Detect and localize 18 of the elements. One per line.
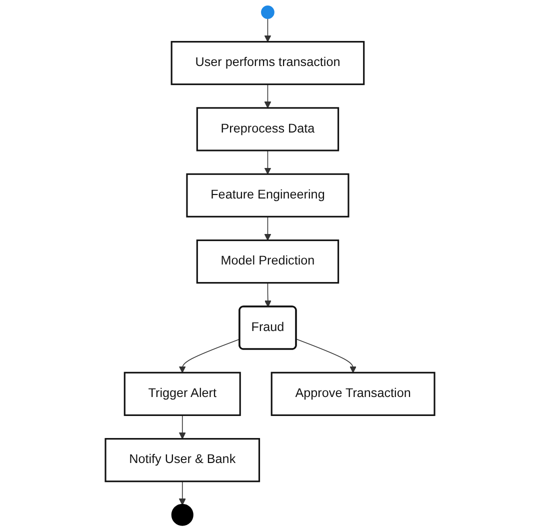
arrow	[264, 282, 272, 308]
arrow	[264, 216, 272, 241]
arrow	[178, 480, 186, 506]
node-box: User performs transaction	[170, 40, 365, 86]
arrow	[264, 18, 272, 42]
node-circle	[171, 504, 194, 526]
node-box: Approve Transaction	[270, 372, 436, 416]
arrow	[178, 414, 186, 440]
node-circle	[261, 6, 274, 19]
node-box: Trigger Alert	[124, 372, 241, 416]
node-box: Notify User & Bank	[104, 438, 260, 482]
arrow	[264, 150, 272, 174]
node-box: Preprocess Data	[196, 107, 340, 152]
arrow	[296, 338, 357, 373]
arrow	[264, 84, 272, 108]
node-box: Feature Engineering	[186, 173, 350, 218]
node-box: Model Prediction	[196, 240, 340, 284]
arrow	[178, 338, 240, 373]
